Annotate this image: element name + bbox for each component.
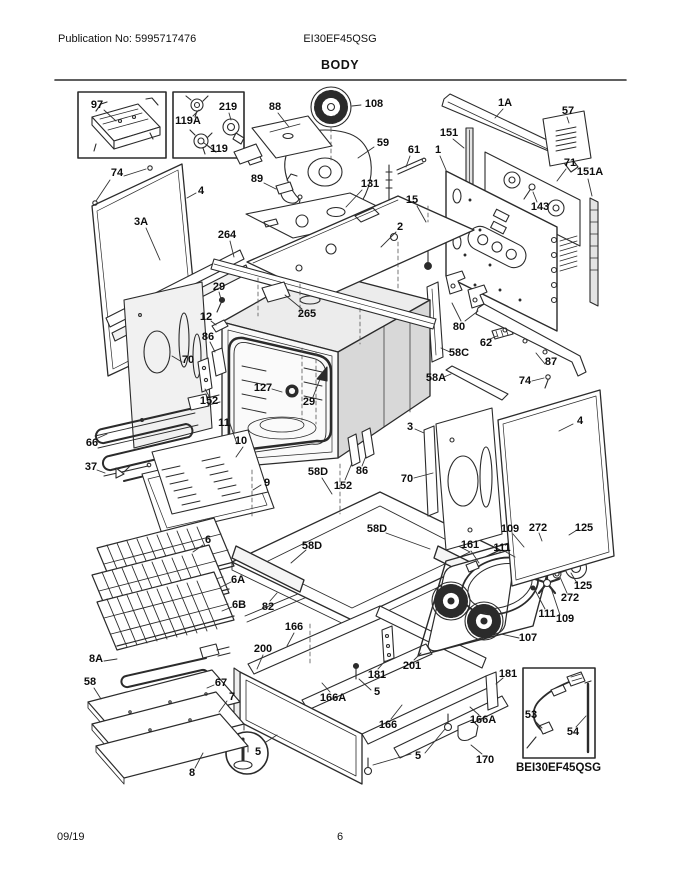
broiler-pan-group [141,429,275,535]
blower-assembly [233,86,432,270]
publication-number: Publication No: 5995717476 [58,33,197,45]
kit-model-label: BEI30EF45QSG [516,762,602,774]
oven-cavity [197,269,431,469]
dashed-guides [251,127,429,665]
leader-lines [93,104,593,769]
rear-panel-assembly [426,93,599,401]
oven-racks [91,517,235,651]
section-title: BODY [320,58,360,72]
probe-kit-box [522,667,596,759]
model-number: EI30EF45QSG [303,33,377,45]
right-panel-group [423,374,615,587]
oven-probe [103,462,152,479]
footer-page: 6 [336,831,344,843]
footer-date: 09/19 [57,831,85,843]
inset-box-97 [77,91,167,159]
drawer-stack [87,643,249,785]
top-panel-and-trim [210,195,475,330]
